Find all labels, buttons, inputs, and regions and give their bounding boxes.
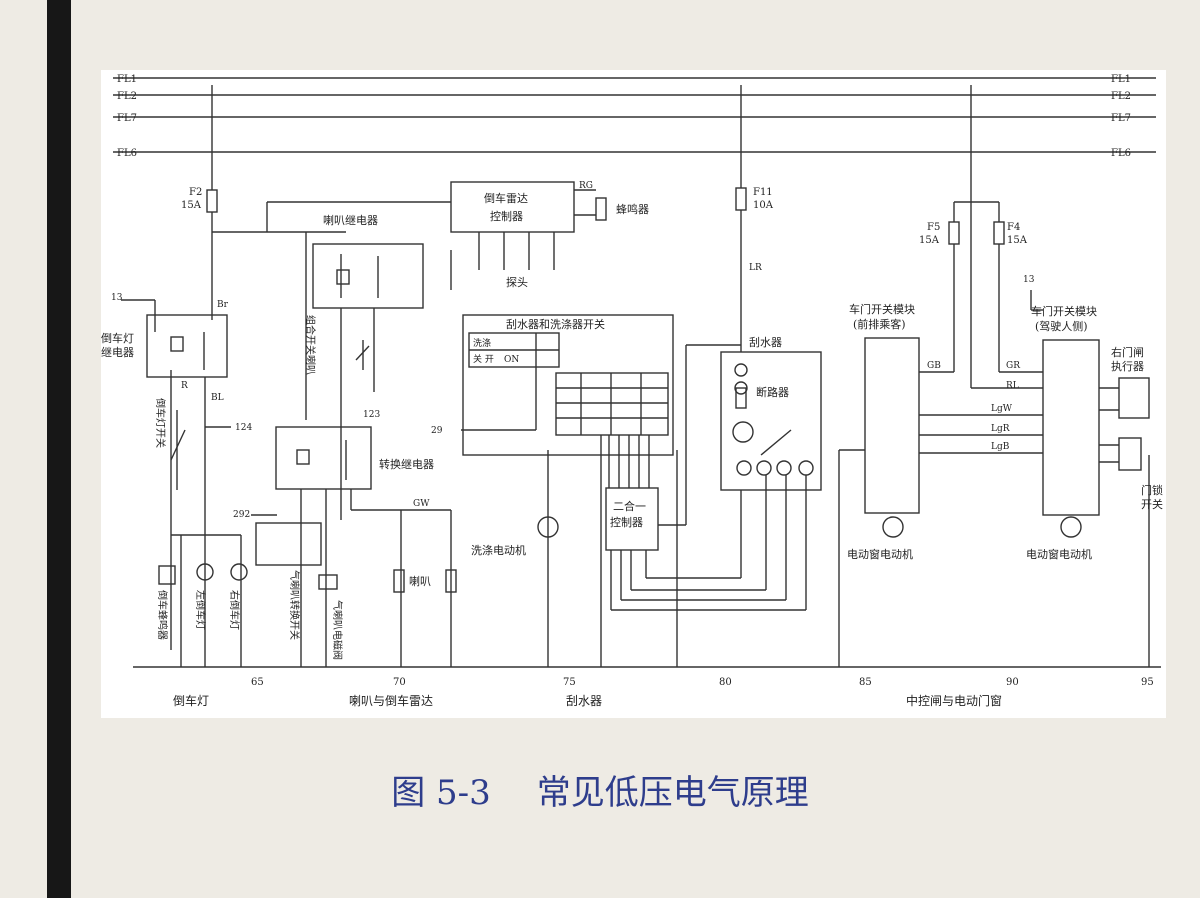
scale-85: 85 [859, 677, 872, 688]
fuse-f2-name: F2 [189, 187, 202, 198]
fuse-f11-name: F11 [753, 187, 773, 198]
label-on: ON [504, 355, 519, 365]
label-wiper: 刮水器 [749, 335, 782, 349]
label-window-motor-right: 电动窗电动机 [1026, 547, 1092, 561]
label-reverse-relay-1: 倒车灯 [101, 331, 134, 345]
circuit-diagram: FL1 FL2 FL7 FL6 FL1 FL2 FL7 FL6 F2 15A F… [101, 74, 1163, 708]
label-off-on: 关 开 [473, 353, 494, 365]
bus-label-fl2-left: FL2 [117, 91, 137, 102]
label-right-actuator-2: 执行器 [1111, 359, 1144, 373]
fuse-f4-rating: 15A [1007, 235, 1028, 246]
wire-lgr: LgR [991, 424, 1010, 434]
wire-gb: GB [927, 361, 941, 371]
fuse-f5-name: F5 [927, 222, 940, 233]
label-door-module-left-1: 车门开关模块 [849, 302, 915, 316]
bus-label-fl6-left: FL6 [117, 148, 137, 159]
label-combiner-2: 控制器 [610, 515, 643, 529]
label-buzzer: 蜂鸣器 [616, 202, 649, 216]
label-reverse-switch: 倒车灯开关 [154, 398, 167, 448]
section-central-lock: 中控闸与电动门窗 [906, 693, 1002, 708]
wire-gr: GR [1006, 361, 1020, 371]
section-horn-radar: 喇叭与倒车雷达 [349, 693, 433, 708]
scale-65: 65 [251, 677, 264, 688]
label-num-123: 123 [363, 410, 380, 420]
wire-br: Br [217, 300, 229, 310]
bus-label-fl7-left: FL7 [117, 113, 137, 124]
label-right-reverse-lamp: 右倒车灯 [228, 590, 241, 630]
bus-label-fl6-right: FL6 [1111, 148, 1131, 159]
caption-title: 常见低压电气原理 [536, 773, 809, 813]
bus-label-fl1-left: FL1 [117, 74, 137, 85]
label-horn: 喇叭 [409, 574, 431, 588]
scale-75: 75 [563, 677, 576, 688]
wire-lgb: LgB [991, 442, 1010, 452]
label-num-292: 292 [233, 510, 250, 520]
scale-70: 70 [393, 677, 406, 688]
bus-label-fl7-right: FL7 [1111, 113, 1131, 124]
label-window-motor-left: 电动窗电动机 [847, 547, 913, 561]
fuse-f4-name: F4 [1007, 222, 1020, 233]
label-wiper-switch: 刮水器和洗涤器开关 [506, 317, 605, 331]
label-door-switch-2: 开关 [1141, 497, 1163, 511]
label-reverse-buzzer: 倒车蜂鸣器 [156, 590, 169, 640]
label-horn-relay: 喇叭继电器 [323, 213, 378, 227]
label-num-13b: 13 [1023, 275, 1035, 285]
scale-95: 95 [1141, 677, 1154, 688]
caption-number: 图 5-3 [391, 773, 491, 813]
wire-lr: LR [749, 263, 762, 273]
wire-rg: RG [579, 181, 593, 191]
wire-gw: GW [413, 499, 430, 509]
section-reverse-lamp: 倒车灯 [173, 693, 209, 708]
label-door-switch-1: 门锁 [1141, 483, 1163, 497]
section-wiper: 刮水器 [566, 694, 602, 708]
label-reverse-relay-2: 继电器 [101, 346, 134, 359]
label-air-horn-valve: 气喇叭电磁阀 [331, 600, 344, 660]
label-radar-controller-1: 倒车雷达 [484, 191, 528, 205]
label-right-actuator-1: 右门闸 [1111, 345, 1144, 359]
label-door-module-right-2: (驾驶人侧) [1035, 319, 1088, 333]
label-radar-controller-2: 控制器 [490, 209, 523, 223]
fuse-f5-rating: 15A [919, 235, 940, 246]
figure-caption: 图 5-3 常见低压电气原理 [0, 765, 1200, 814]
left-dark-bar [47, 0, 71, 898]
fuse-f2-rating: 15A [181, 200, 202, 211]
label-num-13a: 13 [111, 293, 123, 303]
label-door-module-right-1: 车门开关模块 [1031, 304, 1097, 318]
scale-80: 80 [719, 677, 732, 688]
wire-bl: BL [211, 393, 224, 403]
scale-90: 90 [1006, 677, 1019, 688]
circuit-diagram-panel: FL1 FL2 FL7 FL6 FL1 FL2 FL7 FL6 F2 15A F… [101, 70, 1166, 718]
wire-r: R [181, 381, 188, 391]
bus-label-fl1-right: FL1 [1111, 74, 1131, 85]
label-num-124: 124 [235, 423, 252, 433]
label-num-29: 29 [431, 426, 443, 436]
fuse-f11-rating: 10A [753, 200, 774, 211]
label-left-reverse-lamp: 左倒车灯 [194, 590, 207, 630]
label-horn-switch: 气喇叭转换开关 [288, 570, 301, 640]
bus-label-fl2-right: FL2 [1111, 91, 1131, 102]
label-door-module-left-2: (前排乘客) [853, 317, 906, 331]
label-breaker: 断路器 [756, 385, 789, 399]
label-wash: 洗涤 [473, 337, 491, 349]
label-combo-switch: 组合开关喇叭 [304, 315, 317, 375]
label-combiner-1: 二合一 [613, 499, 646, 513]
label-probe: 探头 [506, 276, 528, 289]
label-turn-relay: 转换继电器 [379, 457, 434, 471]
wire-rl: RL [1006, 381, 1019, 391]
label-washer-motor: 洗涤电动机 [471, 543, 526, 557]
wire-lgw: LgW [991, 404, 1013, 414]
